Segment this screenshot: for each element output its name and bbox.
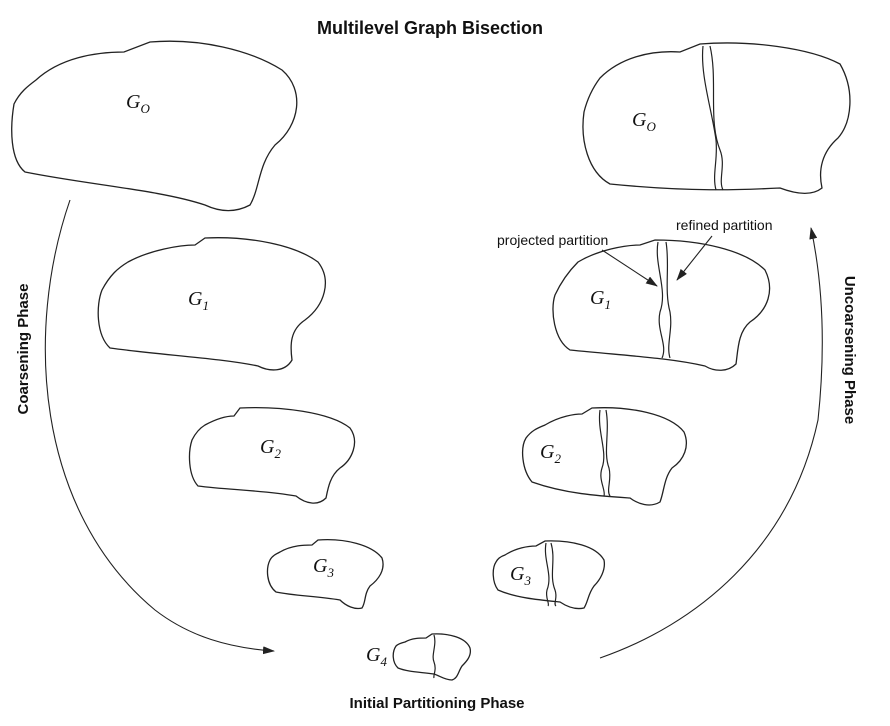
- cut-g2-projected: [598, 409, 605, 497]
- graph-g0-right: [582, 42, 851, 194]
- cut-g3-projected: [544, 542, 550, 607]
- graph-label-g3-left: G3: [313, 555, 334, 580]
- graph-label-g1-left: G1: [188, 288, 209, 313]
- cut-g1-refined: [665, 241, 672, 359]
- coarsening-arrow: [44, 199, 275, 655]
- cut-g4: [432, 634, 436, 679]
- graph-label-g3-right: G3: [510, 563, 531, 588]
- uncoarsening-phase-label: Uncoarsening Phase: [841, 276, 858, 424]
- diagram-title: Multilevel Graph Bisection: [317, 18, 543, 38]
- graph-g3-right: [492, 540, 606, 610]
- refined-partition-pointer: [676, 235, 713, 281]
- graph-label-g0-left: GO: [126, 91, 150, 116]
- graph-g1-right: [552, 239, 771, 371]
- graph-g1-left: [97, 237, 326, 371]
- projected-partition-pointer: [601, 249, 658, 287]
- graph-g4: [392, 633, 472, 681]
- cut-g3-refined: [550, 542, 557, 607]
- graph-g0-left: [11, 40, 298, 212]
- graph-label-g0-right: GO: [632, 109, 656, 134]
- cut-g2-refined: [605, 409, 611, 497]
- initial-partitioning-phase-label: Initial Partitioning Phase: [349, 695, 524, 712]
- coarsening-phase-label: Coarsening Phase: [15, 284, 32, 415]
- projected-partition-label: projected partition: [497, 232, 608, 248]
- cut-g0-refined: [709, 45, 724, 191]
- graph-g2-left: [188, 407, 356, 504]
- cut-g0-projected: [701, 45, 718, 191]
- refined-partition-label: refined partition: [676, 217, 773, 233]
- graph-label-g2-left: G2: [260, 436, 281, 461]
- graph-label-g1-right: G1: [590, 287, 611, 312]
- uncoarsening-arrow: [599, 227, 823, 659]
- graph-label-g4: G4: [366, 644, 387, 669]
- graph-g2-right: [521, 407, 687, 506]
- graph-g3-left: [266, 539, 384, 610]
- graph-label-g2-right: G2: [540, 441, 561, 466]
- cut-g1-projected: [656, 241, 665, 359]
